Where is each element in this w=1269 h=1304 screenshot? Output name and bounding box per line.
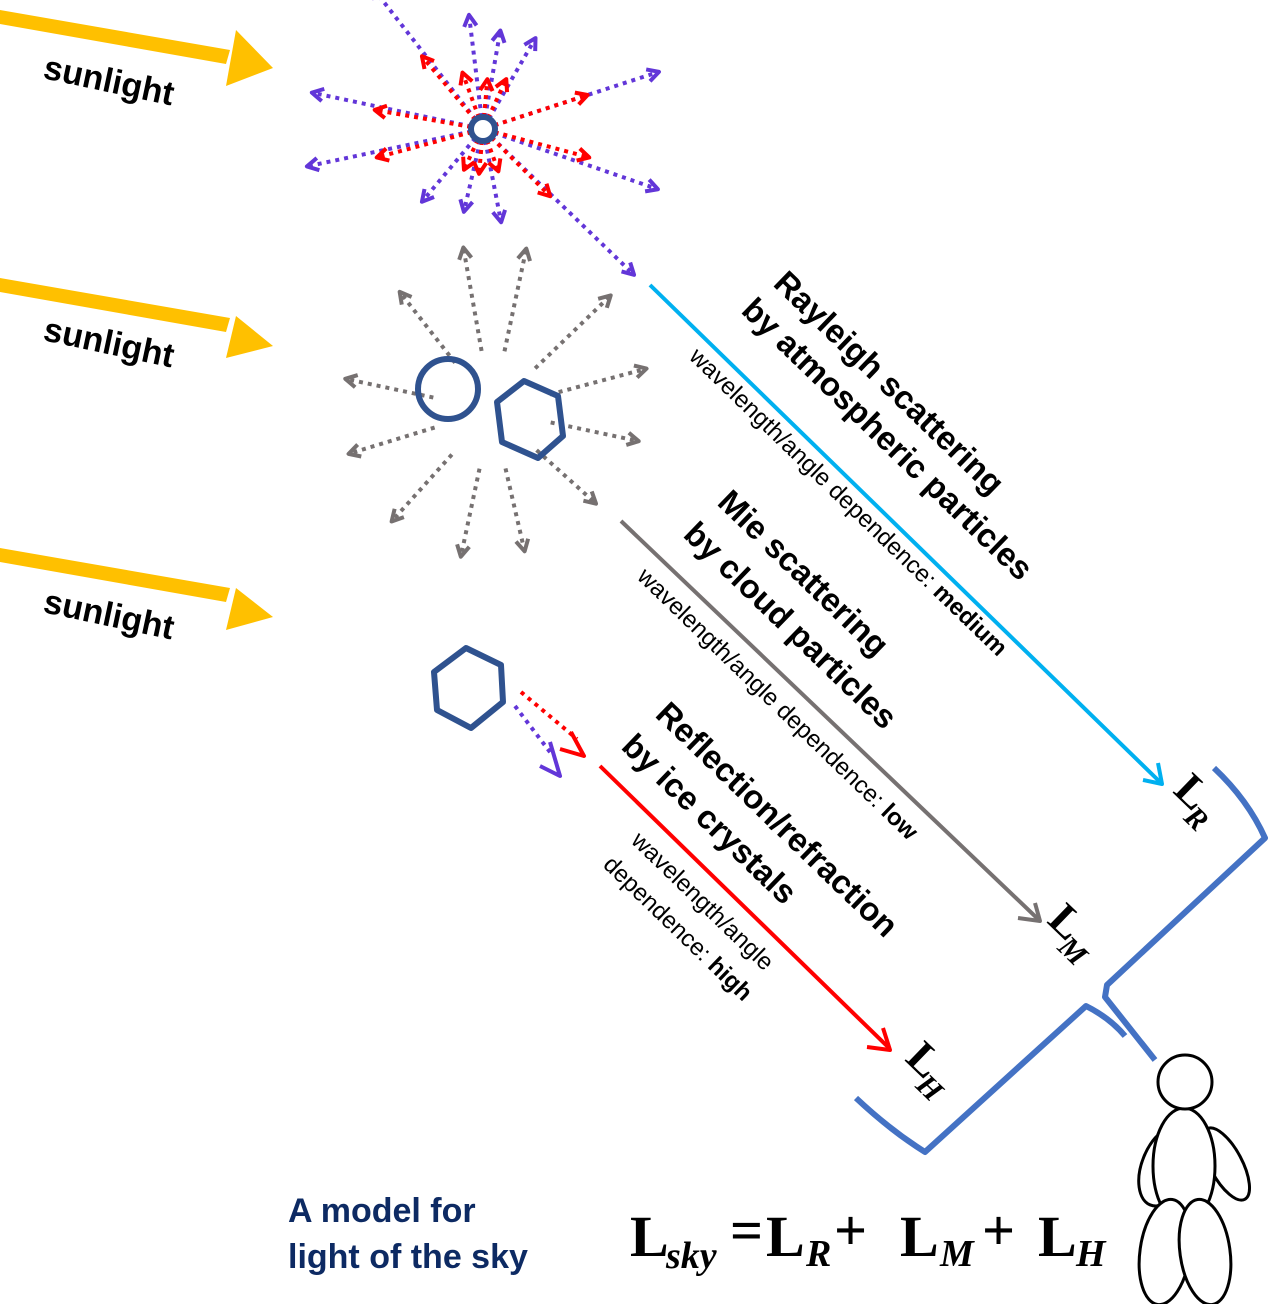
gray-scatter-arrow (503, 468, 531, 554)
eq-term1-sub: R (805, 1233, 831, 1275)
blue-scatter-arrow (462, 12, 484, 118)
gray-scatter-arrow (549, 363, 649, 397)
label-LM: L M (1039, 894, 1095, 973)
red-scatter-arrow (472, 140, 488, 176)
gray-scatter-arrow (550, 420, 641, 447)
blue-scatter-arrow (304, 129, 472, 173)
sunlight-label-1: sunlight (40, 49, 177, 114)
model-caption-line1: A model for (288, 1192, 476, 1230)
blue-scatter-arrow (458, 140, 483, 214)
mie-scatter-gray-arrows (343, 245, 649, 559)
red-scatter-arrow (486, 77, 510, 119)
gray-scatter-arrow (455, 468, 482, 559)
sunlight-arrow-2 (0, 278, 273, 358)
blue-scatter-arrow (493, 131, 660, 194)
gray-scatter-arrow (389, 453, 454, 524)
rayleigh-dependence-value: medium (928, 578, 1013, 661)
red-scatter-arrow (493, 90, 590, 128)
red-scatter-arrow (419, 54, 477, 122)
red-scatter-arrow (458, 70, 481, 119)
mie-path-arrow (619, 519, 1042, 923)
red-scatter-arrow (461, 139, 480, 172)
gray-scatter-arrow (343, 373, 434, 400)
eq-lhs: L (630, 1204, 669, 1269)
rayleigh-path-arrow (648, 283, 1164, 786)
eq-term1-base: L (766, 1204, 805, 1269)
eq-term2-base: L (900, 1204, 939, 1269)
eq-equals: = (730, 1198, 763, 1263)
gray-scatter-arrow (397, 289, 457, 364)
blue-scatter-arrow (493, 67, 661, 128)
gray-scatter-arrow (535, 448, 599, 506)
sunlight-arrow-1 (0, 10, 273, 86)
eq-term3-sub: H (1075, 1233, 1107, 1275)
atmospheric-particle-icon (468, 114, 498, 144)
red-scatter-arrow (374, 130, 472, 163)
gray-scatter-arrow (533, 293, 613, 370)
gray-scatter-arrow (457, 245, 484, 352)
eq-lhs-sub: sky (665, 1235, 717, 1277)
red-scatter-arrow (485, 139, 503, 174)
blue-scatter-arrow (309, 86, 472, 129)
rayleigh-scatter-blue-arrows (304, 0, 661, 277)
blue-scatter-arrow (483, 28, 507, 118)
cloud-droplet-icon (415, 356, 481, 422)
sunlight-arrow-3 (0, 548, 273, 630)
red-scatter-arrow (478, 77, 495, 118)
eq-plus2: + (982, 1198, 1015, 1263)
ice-reflection-arrows (513, 690, 586, 778)
blue-scatter-arrow (490, 135, 637, 277)
rayleigh-scatter-red-arrows (372, 54, 592, 199)
model-caption-line2: light of the sky (288, 1238, 528, 1276)
cloud-ice-hexagon-icon (494, 378, 566, 461)
sunlight-label-3: sunlight (40, 583, 177, 648)
blue-scatter-arrow (487, 36, 538, 120)
eq-term3-base: L (1038, 1204, 1077, 1269)
sunlight-label-2: sunlight (40, 311, 177, 376)
eq-term2-sub: M (939, 1233, 975, 1275)
red-scatter-arrow (372, 103, 472, 129)
ice-path-arrow (598, 764, 892, 1052)
gray-scatter-arrow (346, 425, 436, 459)
ice-crystal-hexagon-icon (431, 645, 506, 731)
gray-scatter-arrow (502, 246, 532, 352)
sky-light-equation: L sky = L R + L M + L H (630, 1198, 1107, 1277)
blue-scatter-arrow (483, 140, 507, 225)
label-LH: L H (897, 1032, 952, 1109)
red-scatter-arrow (494, 130, 592, 163)
observer-person-icon (1137, 1053, 1251, 1304)
sum-bracket-lower (853, 1003, 1128, 1155)
sum-bracket-upper (1102, 765, 1268, 1062)
blue-scatter-arrow (419, 136, 477, 204)
red-scatter-arrow (490, 136, 553, 199)
eq-plus1: + (834, 1198, 867, 1263)
